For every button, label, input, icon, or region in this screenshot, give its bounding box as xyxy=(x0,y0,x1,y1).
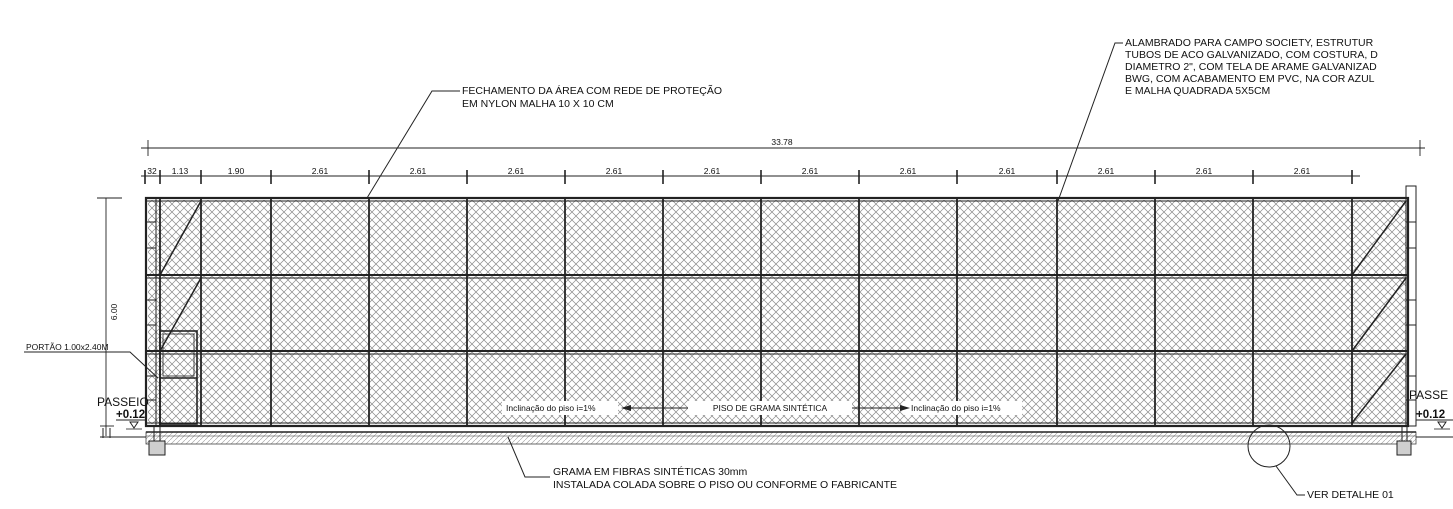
footing-left xyxy=(148,440,166,456)
leader-net xyxy=(366,90,460,199)
label-level-right: +0.12 xyxy=(1416,409,1445,421)
dim-segment: 2.61 xyxy=(999,166,1016,176)
gate xyxy=(159,330,198,425)
note-fence-line4: BWG, COM ACABAMENTO EM PVC, NA COR AZUL xyxy=(1125,73,1375,85)
side-column-left xyxy=(145,197,157,427)
diagonal-braces xyxy=(159,200,1407,424)
level-marker-left xyxy=(129,421,139,429)
dim-segment: 2.61 xyxy=(802,166,819,176)
level-marker-right xyxy=(1437,421,1447,429)
leader-detail xyxy=(1275,465,1305,496)
label-level-left: +0.12 xyxy=(116,409,145,421)
ground-slab xyxy=(145,431,1417,445)
leader-gate xyxy=(24,351,159,379)
fence-mesh xyxy=(148,200,1406,424)
side-column-right xyxy=(1405,185,1417,427)
dim-total: 33.78 xyxy=(771,137,793,147)
label-slope-left: Inclinação do piso i=1% xyxy=(506,403,596,413)
note-detail: VER DETALHE 01 xyxy=(1307,489,1394,501)
note-fence-line1: ALAMBRADO PARA CAMPO SOCIETY, ESTRUTUR xyxy=(1125,37,1374,49)
dim-segment: 1.13 xyxy=(172,166,189,176)
dim-segment: 2.61 xyxy=(900,166,917,176)
note-fence-line2: TUBOS DE ACO GALVANIZADO, COM COSTURA, D xyxy=(1125,49,1378,61)
note-gate: PORTÃO 1.00x2.40M xyxy=(26,342,109,352)
fence-frame xyxy=(144,196,1410,428)
note-fence-line5: E MALHA QUADRADA 5X5CM xyxy=(1125,85,1270,97)
dim-segment: 2.61 xyxy=(606,166,623,176)
label-slope-right: Inclinação do piso i=1% xyxy=(911,403,1001,413)
note-net-line1: FECHAMENTO DA ÁREA COM REDE DE PROTEÇÃO xyxy=(462,84,722,97)
dim-segment: 2.61 xyxy=(1098,166,1115,176)
fence-posts xyxy=(159,198,1353,426)
dimension-labels: 32 1.13 1.90 2.61 2.61 2.61 2.61 2.61 2.… xyxy=(147,166,1310,176)
label-passeio-right: PASSE xyxy=(1409,388,1448,402)
dim-segment: 2.61 xyxy=(704,166,721,176)
dim-segment: 2.61 xyxy=(410,166,427,176)
note-net-line2: EM NYLON MALHA 10 X 10 CM xyxy=(462,98,614,110)
note-grass-line2: INSTALADA COLADA SOBRE O PISO OU CONFORM… xyxy=(553,479,897,491)
label-floor: PISO DE GRAMA SINTÉTICA xyxy=(713,403,828,413)
note-fence-line3: DIAMETRO 2", COM TELA DE ARAME GALVANIZA… xyxy=(1125,61,1377,73)
leader-fence xyxy=(1057,42,1123,202)
footing-right xyxy=(1396,440,1412,456)
dim-segment: 32 xyxy=(147,166,157,176)
note-grass-line1: GRAMA EM FIBRAS SINTÉTICAS 30mm xyxy=(553,465,748,478)
dim-segment: 2.61 xyxy=(1196,166,1213,176)
detail-circle xyxy=(1247,424,1291,468)
label-passeio-left: PASSEIO xyxy=(97,395,149,409)
dimension-lines xyxy=(97,140,1425,436)
dim-height: 6.00 xyxy=(109,303,119,320)
dim-segment: 2.61 xyxy=(1294,166,1311,176)
dim-segment: 2.61 xyxy=(508,166,525,176)
dim-segment: 1.90 xyxy=(228,166,245,176)
leader-grass xyxy=(507,436,550,478)
dim-segment: 2.61 xyxy=(312,166,329,176)
